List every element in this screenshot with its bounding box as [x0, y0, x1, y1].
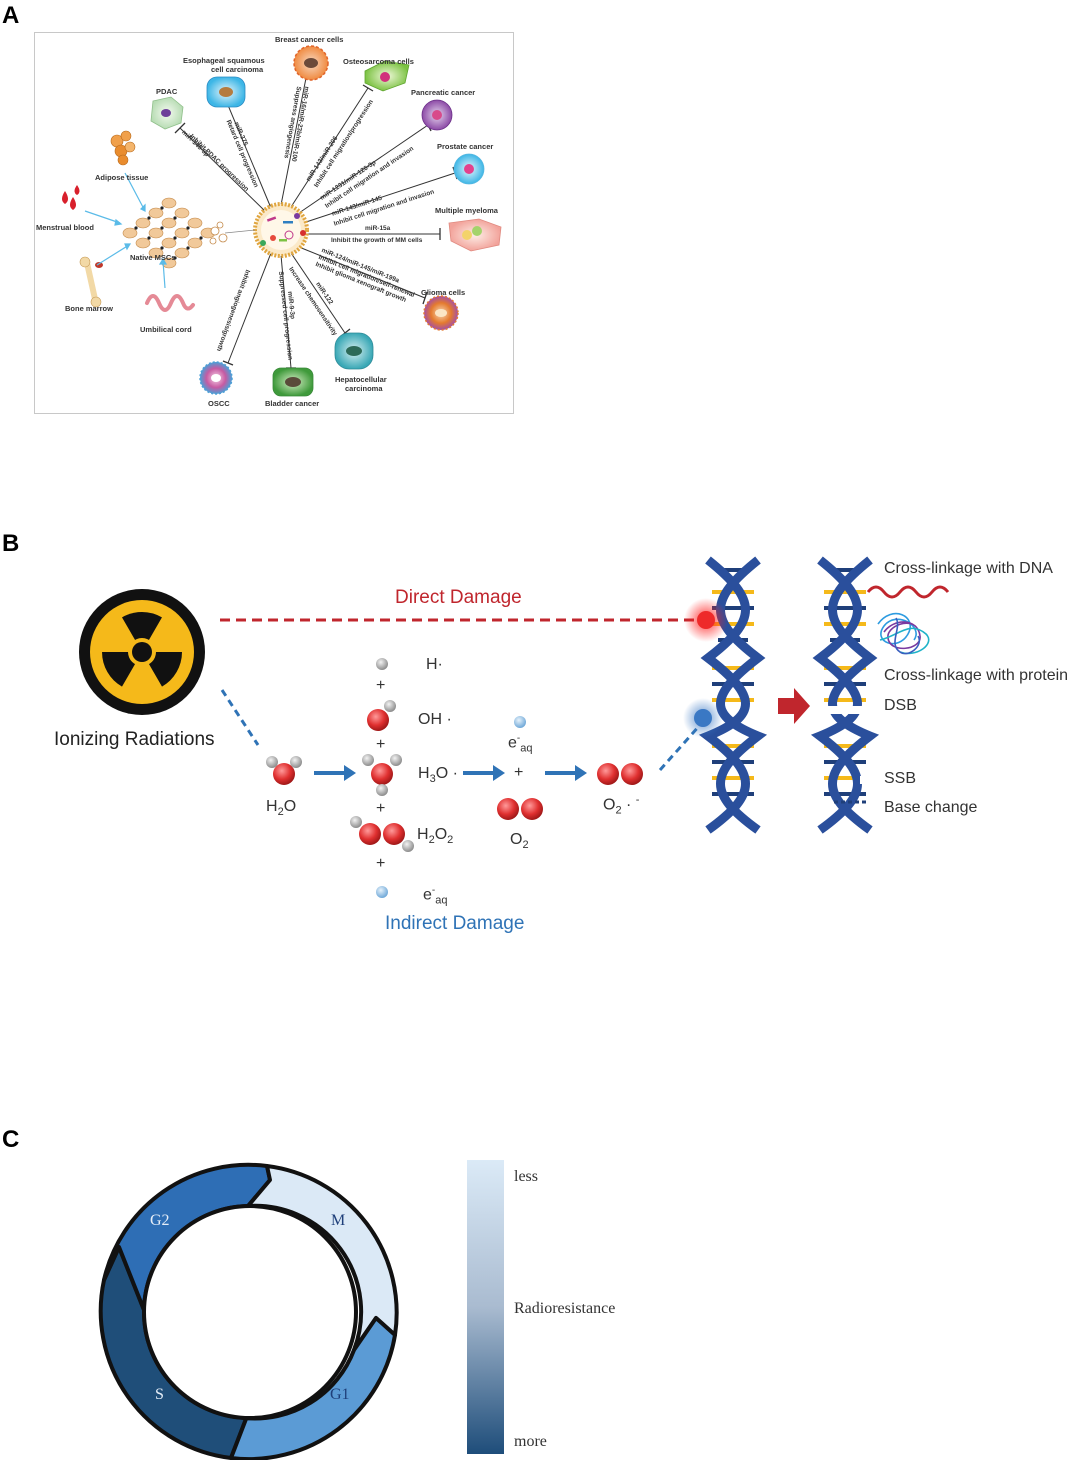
electron-middle [514, 716, 526, 728]
native-msc-cluster [122, 197, 216, 269]
target-cell-oscc [199, 361, 233, 395]
label-h2o2: H2O2 [417, 826, 454, 847]
target-cell-escc [206, 76, 246, 108]
label-phase-g1: G1 [330, 1386, 350, 1403]
superoxide-molecule [597, 763, 643, 785]
ray-label-mm-2: Inhibit the growth of MM cells [331, 237, 423, 244]
target-cell-glioma [423, 295, 459, 331]
label-oscc: OSCC [208, 399, 230, 408]
label-escc-line2: cell carcinoma [211, 65, 264, 74]
exosome-vesicle [253, 202, 309, 258]
dna-helix-right [810, 556, 880, 834]
label-ssb: SSB [884, 770, 917, 787]
label-e-aq-middle: e-aq [508, 733, 533, 755]
label-osteosarcoma: Osteosarcoma cells [343, 57, 414, 66]
target-cell-prostate [453, 153, 485, 185]
label-bone-marrow: Bone marrow [65, 304, 113, 313]
panel-b-letter: B [2, 530, 20, 557]
menstrual-blood-icon [62, 185, 80, 210]
label-glioma: Glioma cells [421, 288, 466, 297]
label-superoxide: O2 · - [603, 794, 640, 817]
panel-a-letter: A [2, 2, 20, 29]
label-indirect-damage: Indirect Damage [385, 913, 525, 934]
plus-2: + [376, 736, 386, 753]
label-hcc-line2: carcinoma [345, 384, 383, 393]
label-crosslink-dna: Cross-linkage with DNA [884, 560, 1053, 577]
target-cell-bladder [272, 367, 314, 397]
label-crosslink-protein: Cross-linkage with protein [884, 667, 1069, 684]
label-phase-s: S [155, 1386, 164, 1403]
radioresistance-scale-bar [467, 1160, 504, 1454]
label-h-radical: H· [426, 656, 443, 673]
plus-4: + [376, 855, 386, 872]
label-multiple-myeloma: Multiple myeloma [435, 206, 498, 215]
target-cell-multiple-myeloma [448, 218, 502, 252]
panel-c-diagram [98, 1160, 504, 1460]
panel-a-frame: Adipose tissue Menstrual blood Bone marr… [34, 32, 514, 414]
cell-cycle-ring [98, 1162, 399, 1460]
target-cell-hcc [334, 332, 374, 370]
label-dsb: DSB [884, 697, 917, 714]
reaction-arrows [314, 765, 587, 781]
h-atom [376, 658, 388, 670]
plus-5: + [514, 764, 524, 781]
label-o2: O2 [510, 831, 529, 852]
ray-label-mm-1: miR-15a [365, 225, 391, 232]
plus-1: + [376, 677, 386, 694]
label-h2o: H2O [266, 798, 297, 819]
dna-crosslink-strand [866, 585, 950, 599]
label-menstrual-blood: Menstrual blood [36, 223, 94, 232]
hydroxyl-molecule [367, 700, 396, 731]
label-adipose-tissue: Adipose tissue [95, 173, 149, 182]
target-cell-breast [293, 45, 329, 81]
phase-g1-segment [229, 1316, 397, 1460]
hydronium-molecule [362, 754, 402, 796]
target-cell-pdac [150, 96, 184, 130]
label-pancreatic: Pancreatic cancer [411, 88, 476, 97]
umbilical-cord-icon [145, 294, 195, 312]
transform-arrow [778, 688, 810, 724]
label-umbilical-cord: Umbilical cord [140, 325, 192, 334]
panel-a-diagram [62, 45, 502, 397]
indirect-damage-line-1 [220, 689, 260, 746]
panel-b-diagram [79, 556, 950, 898]
plus-3: + [376, 800, 386, 817]
panel-c-letter: C [2, 1126, 20, 1153]
label-bladder: Bladder cancer [265, 399, 320, 408]
oxygen-molecule [497, 798, 543, 820]
target-cell-osteosarcoma [364, 60, 410, 92]
dna-helix-left [683, 556, 768, 834]
protein-tangle [877, 612, 930, 655]
label-breast: Breast cancer cells [275, 35, 344, 44]
label-ionizing-radiations: Ionizing Radiations [54, 729, 215, 750]
secreted-vesicles [209, 221, 228, 245]
electron-bottom [376, 886, 388, 898]
water-molecule [266, 756, 302, 785]
label-h3o: H3O · [418, 765, 458, 786]
label-phase-g2: G2 [150, 1212, 170, 1229]
label-pdac: PDAC [156, 87, 178, 96]
source-arrows [84, 172, 168, 289]
label-base-change: Base change [884, 799, 978, 816]
label-hcc-line1: Hepatocellular [335, 375, 387, 384]
hydrogen-peroxide-molecule [350, 816, 414, 852]
label-native-mscs: Native MSCs [130, 253, 176, 262]
radiation-hazard-icon [79, 589, 205, 715]
label-oh-radical: OH · [418, 711, 452, 728]
label-direct-damage: Direct Damage [395, 587, 522, 608]
label-scale-less: less [514, 1168, 538, 1185]
label-phase-m: M [331, 1212, 346, 1229]
target-cell-pancreatic [421, 99, 453, 131]
label-prostate: Prostate cancer [437, 142, 494, 151]
bone-marrow-icon [79, 256, 103, 308]
label-escc-line1: Esophageal squamous [183, 56, 265, 65]
label-scale-title: Radioresistance [514, 1300, 616, 1317]
label-scale-more: more [514, 1433, 547, 1450]
label-e-aq-bottom: e-aq [423, 885, 448, 907]
panel-a-rays [179, 72, 456, 369]
adipose-tissue-icon [110, 130, 136, 166]
panel-a-inhibition-bars [174, 71, 458, 369]
